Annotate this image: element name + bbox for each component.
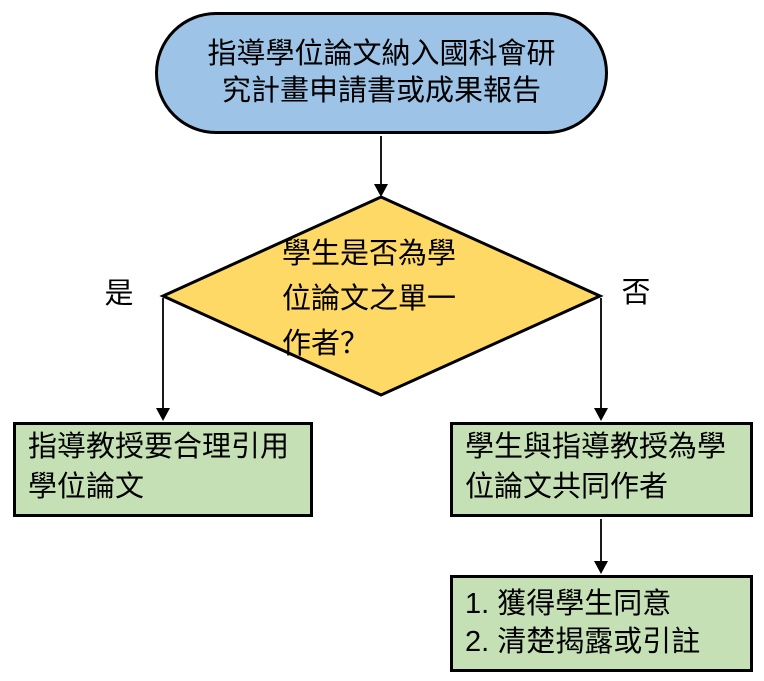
arrow-start-to-decision-head — [374, 184, 388, 197]
decision-node-line-3: 作者？ — [282, 328, 370, 360]
yes-edge-label: 是 — [104, 278, 134, 310]
process-coauthor-node: 學生與指導教授為學 位論文共同作者 — [450, 422, 753, 517]
process-cite-thesis-line-1: 指導教授要合理引用 — [28, 431, 290, 463]
start-terminator-node: 指導學位論文納入國科會研 究計畫申請書或成果報告 — [155, 12, 608, 134]
start-node-line-2: 究計畫申請書或成果報告 — [221, 75, 541, 107]
decision-diamond-shape — [159, 195, 604, 397]
arrow-decision-to-no-head — [594, 408, 608, 421]
arrow-coauthor-to-consent-head — [594, 561, 608, 574]
process-cite-thesis-line-2: 學位論文 — [28, 471, 145, 503]
arrow-decision-to-yes-head — [156, 408, 170, 421]
process-consent-disclose-node: 1. 獲得學生同意 2. 清楚揭露或引註 — [450, 575, 753, 672]
process-consent-disclose-line-1: 1. 獲得學生同意 — [465, 588, 672, 620]
decision-node-line-1: 學生是否為學 — [282, 238, 457, 270]
process-cite-thesis-node: 指導教授要合理引用 學位論文 — [13, 422, 313, 517]
no-edge-label: 否 — [621, 277, 651, 309]
decision-node-text: 學生是否為學 位論文之單一 作者？ — [282, 232, 487, 367]
process-coauthor-line-1: 學生與指導教授為學 — [465, 431, 727, 463]
process-consent-disclose-line-2: 2. 清楚揭露或引註 — [465, 626, 701, 658]
decision-node-line-2: 位論文之單一 — [282, 283, 457, 315]
process-coauthor-line-2: 位論文共同作者 — [465, 471, 669, 503]
start-node-line-1: 指導學位論文納入國科會研 — [207, 38, 556, 70]
